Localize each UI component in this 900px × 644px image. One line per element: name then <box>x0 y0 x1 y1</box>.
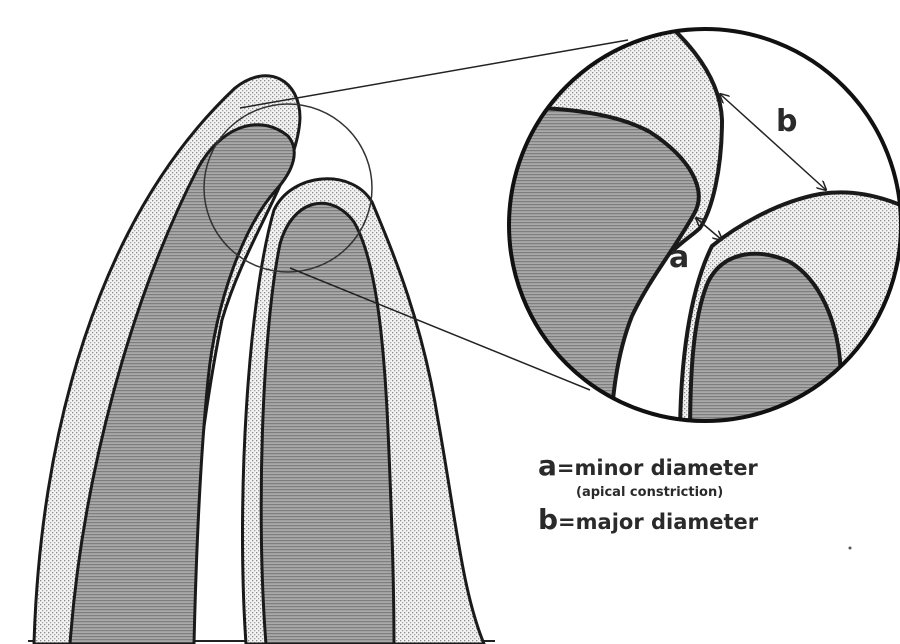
legend: a=minor diameter (apical constriction) b… <box>538 452 878 534</box>
label-a: a <box>669 240 689 275</box>
speck <box>849 547 852 550</box>
legend-minor-diameter: a=minor diameter <box>538 452 878 480</box>
legend-b-letter: b <box>538 503 558 536</box>
legend-a-text: =minor diameter <box>557 456 758 480</box>
magnified-view: b a <box>480 0 900 440</box>
label-b: b <box>776 104 797 139</box>
legend-a-letter: a <box>538 449 557 482</box>
legend-b-text: =major diameter <box>558 510 758 534</box>
legend-major-diameter: b=major diameter <box>538 506 878 534</box>
legend-a-note: (apical constriction) <box>576 485 878 500</box>
